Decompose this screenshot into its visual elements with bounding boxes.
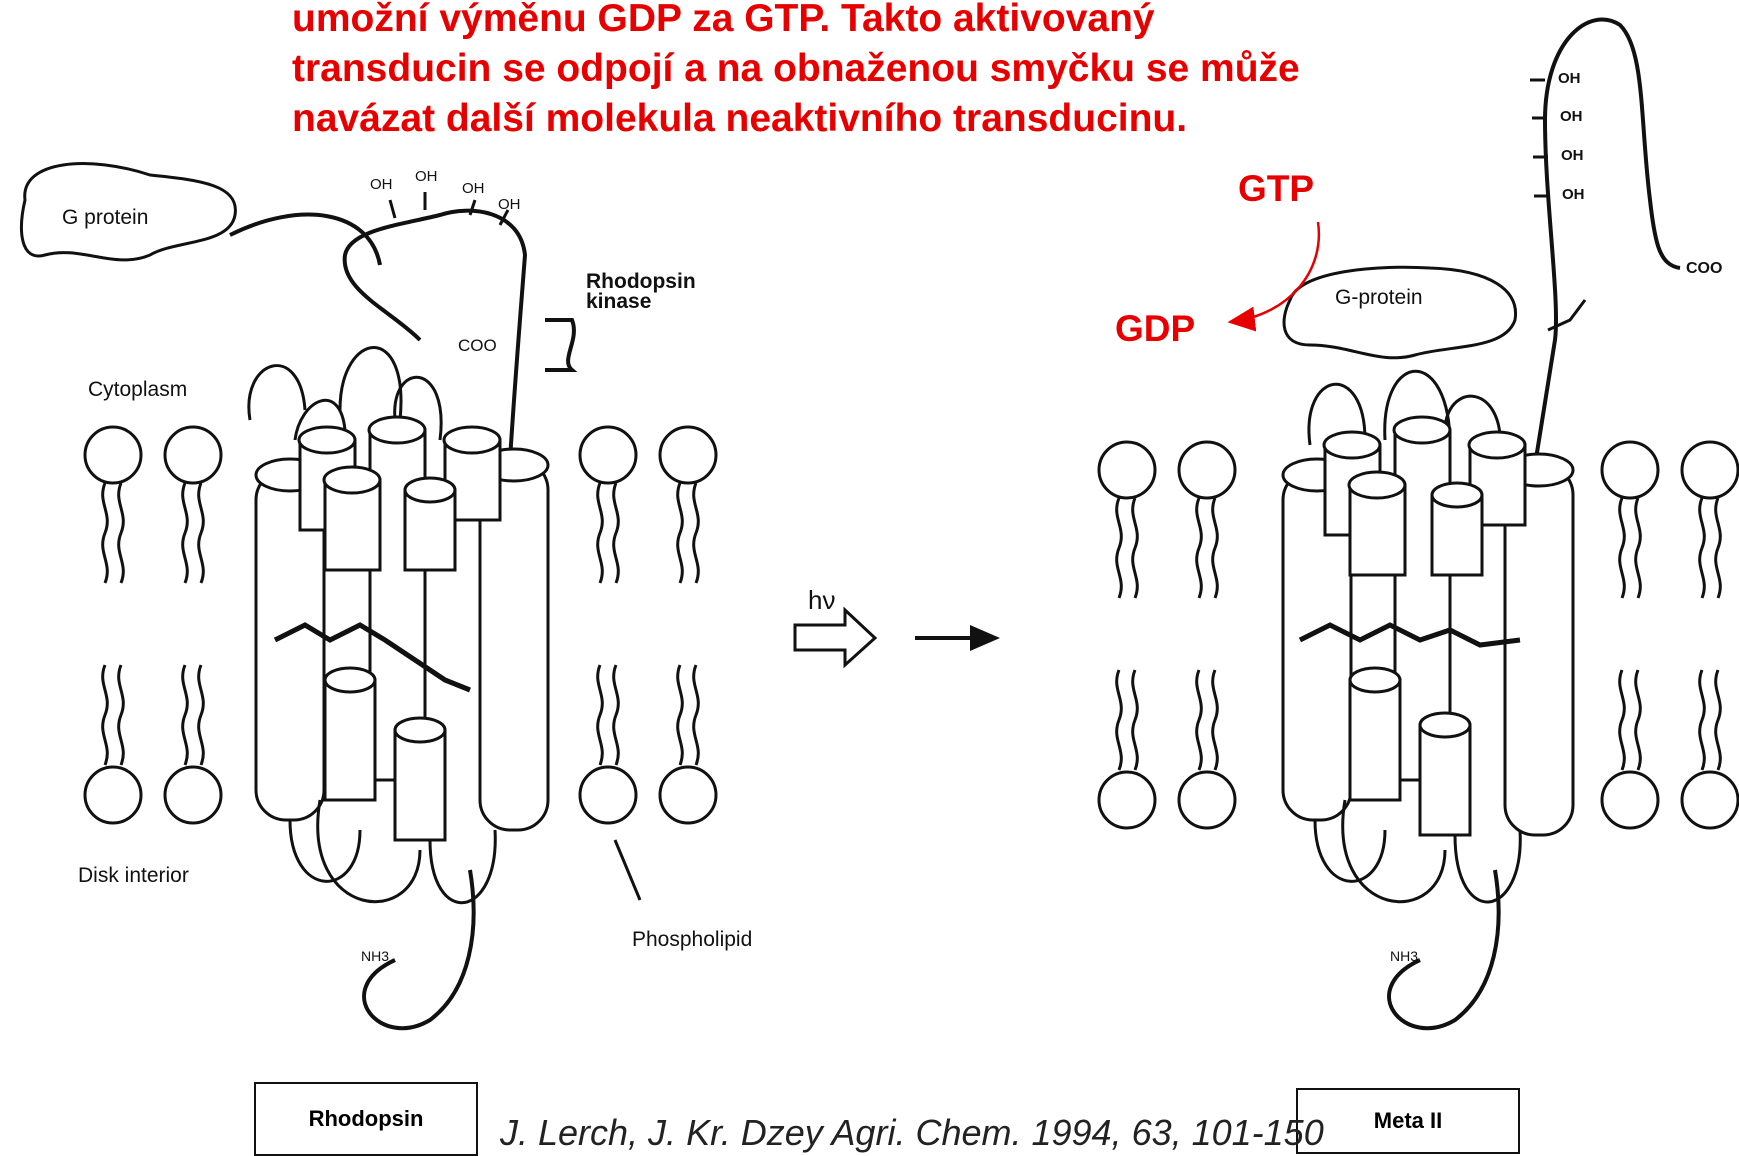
caption-text: umožní výměnu GDP za GTP. Takto aktivova… bbox=[292, 0, 1442, 144]
left-oh-ticks bbox=[390, 192, 508, 225]
rhodopsin-kinase-label: Rhodopsin kinase bbox=[586, 272, 696, 312]
left-lipids bbox=[85, 427, 221, 823]
meta-ii-title-box: Meta II bbox=[1296, 1088, 1520, 1154]
right-oh-label-2: OH bbox=[1560, 108, 1583, 125]
right-g-protein-label: G-protein bbox=[1335, 286, 1423, 310]
right-g-protein-shape bbox=[1284, 267, 1516, 358]
left-oh-label-4: OH bbox=[498, 196, 521, 213]
rhodopsin-kinase-line-1: Rhodopsin bbox=[586, 272, 696, 292]
right-meta-helices bbox=[1283, 19, 1680, 1028]
reaction-arrow bbox=[915, 625, 1000, 651]
left-g-protein-label: G protein bbox=[62, 206, 148, 230]
left-oh-label-1: OH bbox=[370, 176, 393, 193]
caption-line-2: transducin se odpojí a na obnaženou smyč… bbox=[292, 44, 1442, 94]
right-oh-label-4: OH bbox=[1562, 186, 1585, 203]
phospholipid-label: Phospholipid bbox=[632, 928, 752, 952]
left-oh-label-3: OH bbox=[462, 180, 485, 197]
disk-interior-label: Disk interior bbox=[78, 864, 189, 888]
hv-label: hν bbox=[808, 585, 835, 616]
right-oh-label-3: OH bbox=[1561, 147, 1584, 164]
rhodopsin-kinase-line-2: kinase bbox=[586, 292, 696, 312]
right-oh-label-1: OH bbox=[1558, 70, 1581, 87]
caption-line-3: navázat další molekula neaktivního trans… bbox=[292, 94, 1442, 144]
right-nh3-label: NH3 bbox=[1390, 948, 1418, 964]
left-coo-label: COO bbox=[458, 336, 497, 356]
left-rhodopsin-helices bbox=[230, 211, 548, 1029]
right-coo-label: COO bbox=[1686, 260, 1722, 278]
light-arrow bbox=[795, 610, 875, 665]
gtp-label: GTP bbox=[1238, 168, 1314, 210]
citation-text: J. Lerch, J. Kr. Dzey Agri. Chem. 1994, … bbox=[500, 1112, 1324, 1154]
left-oh-label-2: OH bbox=[415, 168, 438, 185]
rhodopsin-kinase-shape bbox=[545, 320, 574, 370]
cytoplasm-label: Cytoplasm bbox=[88, 378, 187, 402]
gdp-label: GDP bbox=[1115, 308, 1195, 350]
left-lipids-right bbox=[580, 427, 716, 900]
rhodopsin-title-box: Rhodopsin bbox=[254, 1082, 478, 1156]
left-nh3-label: NH3 bbox=[361, 948, 389, 964]
caption-line-1: umožní výměnu GDP za GTP. Takto aktivova… bbox=[292, 0, 1442, 44]
